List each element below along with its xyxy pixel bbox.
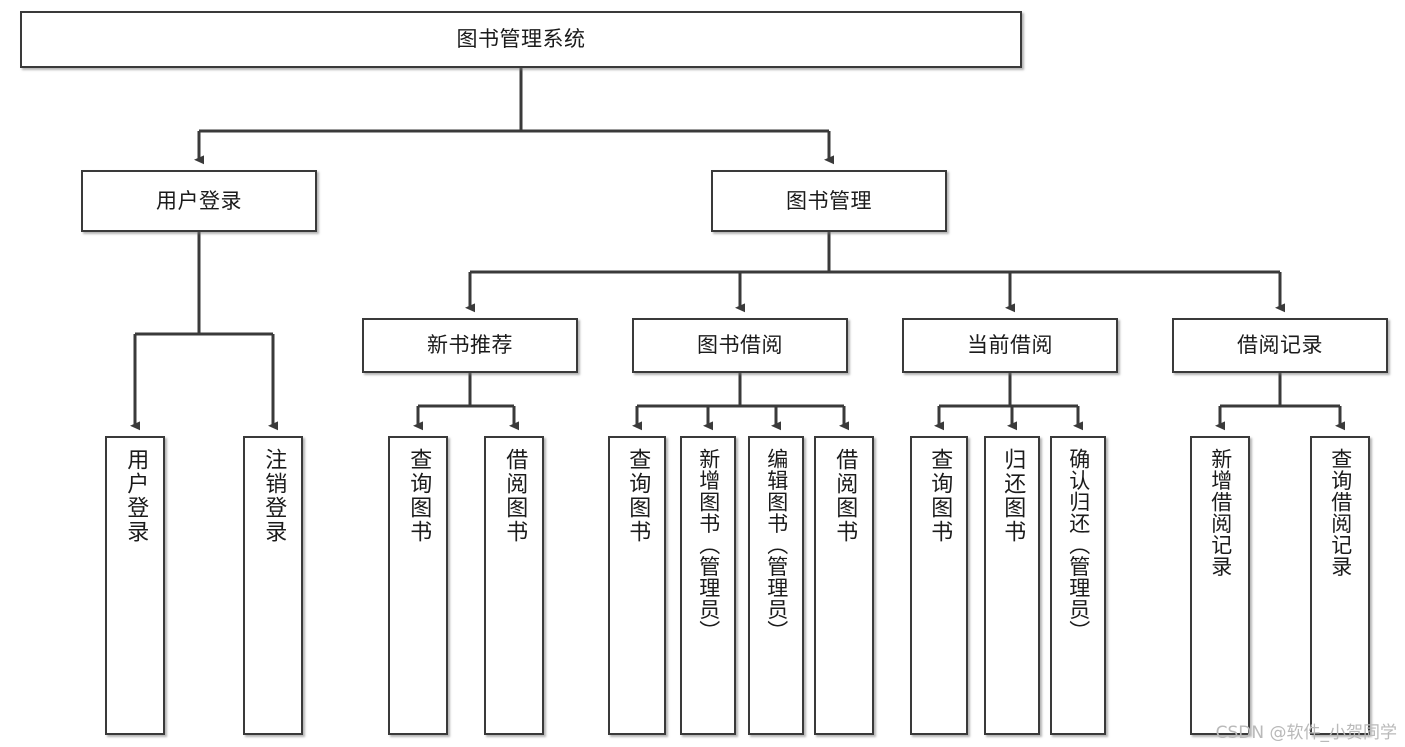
node-leaf-add-book[interactable]: 新增图书（管理员） xyxy=(680,436,736,735)
node-book-manage[interactable]: 图书管理 xyxy=(711,170,947,232)
node-borrow-record[interactable]: 借阅记录 xyxy=(1172,318,1388,373)
node-leaf-edit-book[interactable]: 编辑图书（管理员） xyxy=(748,436,804,735)
node-leaf-query-book-rec[interactable]: 查询图书 xyxy=(388,436,448,735)
node-leaf-logout-label: 注销登录 xyxy=(261,448,287,544)
node-leaf-edit-book-label: 编辑图书（管理员） xyxy=(764,448,789,642)
node-leaf-add-book-label: 新增图书（管理员） xyxy=(696,448,721,642)
node-leaf-query-book-brw[interactable]: 查询图书 xyxy=(608,436,666,735)
node-leaf-add-record-label: 新增借阅记录 xyxy=(1208,448,1233,577)
node-leaf-query-book-cur-label: 查询图书 xyxy=(927,448,953,544)
node-leaf-borrow-book-rec-label: 借阅图书 xyxy=(502,448,528,544)
node-leaf-query-record-label: 查询借阅记录 xyxy=(1328,448,1353,577)
node-leaf-logout[interactable]: 注销登录 xyxy=(243,436,303,735)
node-leaf-confirm-return[interactable]: 确认归还（管理员） xyxy=(1050,436,1106,735)
node-book-borrow[interactable]: 图书借阅 xyxy=(632,318,848,373)
node-root-label: 图书管理系统 xyxy=(456,27,586,52)
node-leaf-query-book-brw-label: 查询图书 xyxy=(625,448,651,544)
node-new-book-rec-label: 新书推荐 xyxy=(427,333,513,358)
csdn-watermark: CSDN @软件_小贺同学 xyxy=(1215,723,1397,743)
node-leaf-return-book-label: 归还图书 xyxy=(1000,448,1026,544)
node-new-book-rec[interactable]: 新书推荐 xyxy=(362,318,578,373)
node-leaf-borrow-book-brw[interactable]: 借阅图书 xyxy=(814,436,874,735)
node-leaf-query-record[interactable]: 查询借阅记录 xyxy=(1310,436,1370,735)
node-current-borrow-label: 当前借阅 xyxy=(967,333,1053,358)
node-current-borrow[interactable]: 当前借阅 xyxy=(902,318,1118,373)
node-leaf-user-login[interactable]: 用户登录 xyxy=(105,436,165,735)
node-leaf-user-login-label: 用户登录 xyxy=(123,448,149,544)
node-user-login-label: 用户登录 xyxy=(156,188,242,213)
node-leaf-confirm-return-label: 确认归还（管理员） xyxy=(1066,448,1091,642)
node-book-manage-label: 图书管理 xyxy=(786,188,872,213)
node-borrow-record-label: 借阅记录 xyxy=(1237,333,1323,358)
node-root[interactable]: 图书管理系统 xyxy=(20,11,1022,68)
node-leaf-query-book-cur[interactable]: 查询图书 xyxy=(910,436,968,735)
node-book-borrow-label: 图书借阅 xyxy=(697,333,783,358)
node-leaf-return-book[interactable]: 归还图书 xyxy=(984,436,1040,735)
node-user-login[interactable]: 用户登录 xyxy=(81,170,317,232)
node-leaf-borrow-book-brw-label: 借阅图书 xyxy=(832,448,858,544)
node-leaf-borrow-book-rec[interactable]: 借阅图书 xyxy=(484,436,544,735)
node-leaf-add-record[interactable]: 新增借阅记录 xyxy=(1190,436,1250,735)
node-leaf-query-book-rec-label: 查询图书 xyxy=(406,448,432,544)
